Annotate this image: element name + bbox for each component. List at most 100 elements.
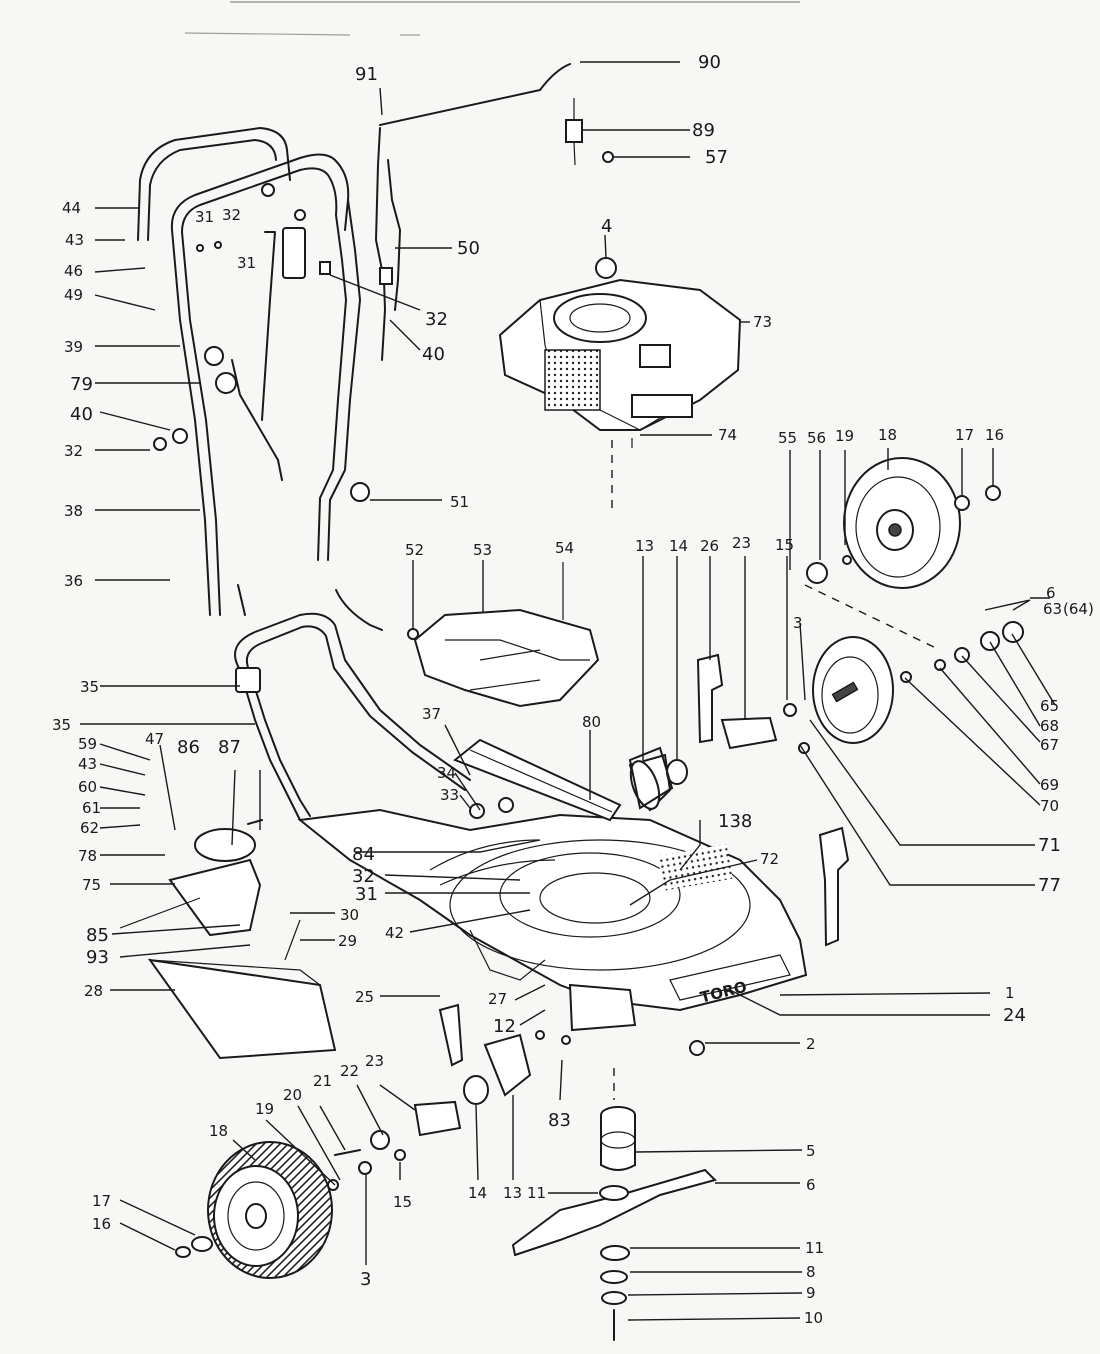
callout-29: 29 [338,932,357,950]
callout-35: 35 [52,716,71,734]
callout-15: 15 [775,536,794,554]
callout-15: 15 [393,1193,412,1211]
callout-77: 77 [1038,875,1061,896]
callout-38: 38 [64,502,83,520]
callout-83: 83 [548,1110,571,1131]
callout-31: 31 [195,208,214,226]
callout-43: 43 [78,755,97,773]
callout-19: 19 [255,1100,274,1118]
callout-78: 78 [78,847,97,865]
callout-68: 68 [1040,717,1059,735]
callout-32: 32 [425,309,448,330]
callout-labels: 90 91 89 57 44 43 31 32 31 50 46 49 32 4… [52,52,1094,1327]
callout-39: 39 [64,338,83,356]
callout-23: 23 [732,534,751,552]
callout-61: 61 [82,799,101,817]
callout-24: 24 [1003,1005,1026,1026]
callout-26: 26 [700,537,719,555]
callout-84: 84 [352,844,375,865]
front-wheel-left [175,1141,339,1279]
callout-35: 35 [80,678,99,696]
callout-91: 91 [355,64,378,85]
callout-18: 18 [209,1122,228,1140]
callout-71: 71 [1038,835,1061,856]
callout-16: 16 [92,1215,111,1233]
callout-72: 72 [760,850,779,868]
callout-4: 4 [601,216,612,237]
callout-79: 79 [70,374,93,395]
callout-18: 18 [878,426,897,444]
callout-62: 62 [80,819,99,837]
callout-40: 40 [422,344,445,365]
callout-11: 11 [527,1184,546,1202]
callout-21: 21 [313,1072,332,1090]
callout-11: 11 [805,1239,824,1257]
callout-12: 12 [493,1016,516,1037]
callout-65: 65 [1040,697,1059,715]
callout-60: 60 [78,778,97,796]
callout-50: 50 [457,238,480,259]
callout-22: 22 [340,1062,359,1080]
callout-6: 6 [806,1176,816,1194]
callout-53: 53 [473,541,492,559]
callout-17: 17 [92,1192,111,1210]
callout-75: 75 [82,876,101,894]
callout-14: 14 [669,537,688,555]
callout-20: 20 [283,1086,302,1104]
callout-3: 3 [793,614,803,632]
engine [498,257,742,510]
callout-87: 87 [218,737,241,758]
callout-5: 5 [806,1142,816,1160]
callout-80: 80 [582,713,601,731]
callout-138: 138 [718,811,752,832]
callout-31: 31 [355,884,378,905]
callout-17: 17 [955,426,974,444]
callout-37: 37 [422,705,441,723]
callout-8: 8 [806,1263,816,1281]
callout-32: 32 [352,866,375,887]
front-wheel-right [783,584,1024,754]
callout-32: 32 [64,442,83,460]
callout-49: 49 [64,286,83,304]
callout-86: 86 [177,737,200,758]
callout-1: 1 [1005,984,1015,1002]
callout-13: 13 [635,537,654,555]
callout-10: 10 [804,1309,823,1327]
callout-70: 70 [1040,797,1059,815]
callout-25: 25 [355,988,374,1006]
callout-89: 89 [692,120,715,141]
callout-44: 44 [62,199,81,217]
callout-52: 52 [405,541,424,559]
callout-30: 30 [340,906,359,924]
callout-28: 28 [84,982,103,1000]
callout-43: 43 [65,231,84,249]
callout-33: 33 [440,786,459,804]
callout-67: 67 [1040,736,1059,754]
callout-47: 47 [145,730,164,748]
callout-85: 85 [86,925,109,946]
callout-63: 63 [1043,600,1062,618]
callout-14: 14 [468,1184,487,1202]
callout-3: 3 [360,1269,371,1290]
callout-69: 69 [1040,776,1059,794]
callout-31: 31 [237,254,256,272]
callout-6: 6 [1046,584,1056,602]
callout-56: 56 [807,429,826,447]
callout-51: 51 [450,493,469,511]
callout-23: 23 [365,1052,384,1070]
callout-32: 32 [222,206,241,224]
callout-36: 36 [64,572,83,590]
callout-93: 93 [86,947,109,968]
callout-42: 42 [385,924,404,942]
leader-lines [80,61,1056,1321]
handle-assembly [137,63,614,821]
callout-59: 59 [78,735,97,753]
callout-16: 16 [985,426,1004,444]
callout-40: 40 [70,404,93,425]
mower-deck [119,562,808,1341]
callout-27: 27 [488,990,507,1008]
callout-19: 19 [835,427,854,445]
callout-54: 54 [555,539,574,557]
